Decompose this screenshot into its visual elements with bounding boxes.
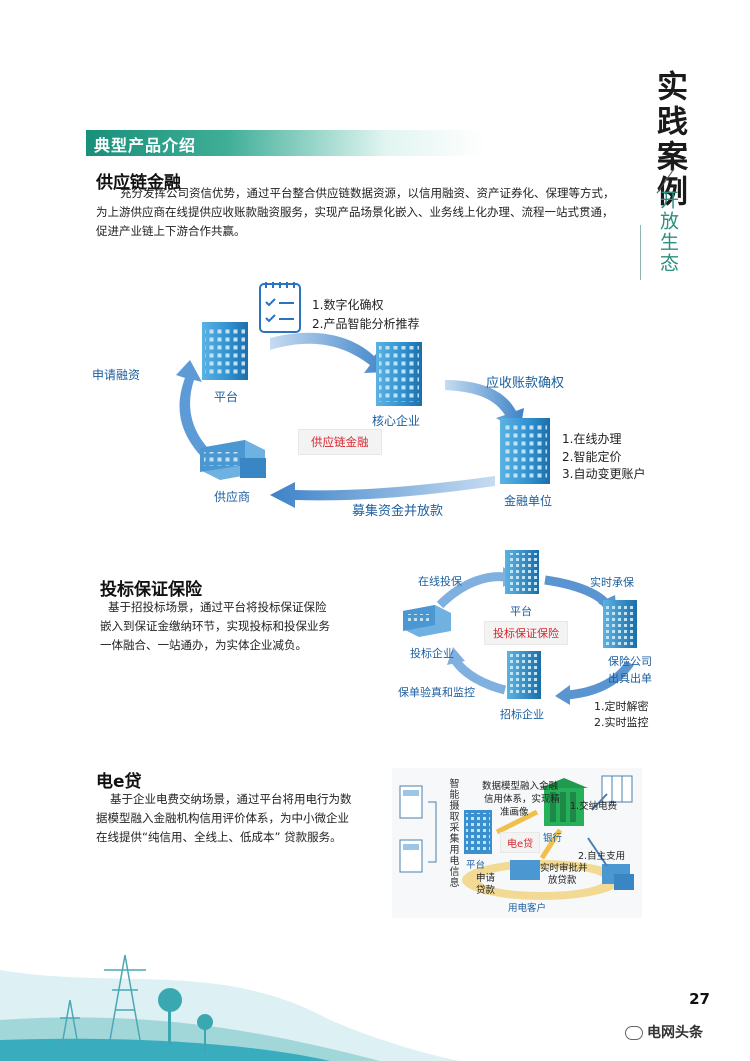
supplier-factory-icon [200, 440, 266, 480]
checklist-item: 1.数字化确权 [312, 298, 384, 312]
divider [640, 225, 641, 280]
label-issue-policy: 出具出单 [608, 672, 652, 685]
platform-building-icon [505, 550, 539, 594]
label-supplier: 供应商 [214, 490, 251, 504]
bid-heading: 投标保证保险 [100, 580, 202, 600]
footer-decoration [0, 954, 460, 1061]
insurer-building-icon [603, 600, 637, 648]
server-icon [601, 775, 633, 803]
label-platform: 平台 [510, 605, 532, 618]
finance-step: 3.自动变更账户 [562, 467, 646, 481]
label-tenderer: 招标企业 [500, 708, 544, 721]
label-platform: 平台 [466, 860, 486, 871]
label-online-insure: 在线投保 [418, 575, 462, 588]
plant-icon [158, 988, 213, 1052]
chapter-subtitle: 开放生态 [657, 190, 679, 274]
bid-diagram [403, 550, 637, 705]
label-power-client: 用电客户 [508, 903, 547, 914]
finance-building-icon [500, 418, 550, 484]
meter-icon [399, 785, 423, 873]
core-enterprise-building-icon [376, 342, 422, 406]
label-realtime-approve: 实时审批并 [540, 863, 588, 874]
edai-paragraph: 基于企业电费交纳场景，通过平台将用电行为数 据模型融入金融机构信用评价体系，为中… [96, 792, 352, 844]
page-number: 27 [689, 990, 710, 1008]
finance-step: 2.智能定价 [562, 450, 622, 464]
bid-step: 2.实时监控 [594, 716, 649, 729]
label-raise-funds: 募集资金并放款 [352, 504, 444, 519]
vertical-caption: 智能摄取采集用电信息 [447, 778, 458, 888]
label-insurer: 保险公司 [608, 655, 652, 668]
bid-step: 1.定时解密 [594, 700, 649, 713]
section-header-bar [86, 130, 486, 156]
client-buildings-icon [510, 860, 634, 890]
scf-center-badge: 供应链金融 [298, 429, 382, 455]
platform-building-icon [464, 810, 492, 854]
bidder-factory-icon [403, 605, 451, 637]
section-title: 典型产品介绍 [94, 136, 197, 155]
platform-building-icon [202, 322, 248, 380]
label-self-use: 2.自主支用 [578, 851, 626, 862]
arrow-right [270, 332, 390, 373]
scf-paragraph: 充分发挥公司资信优势，通过平台整合供应链数据资源，以信用融资、资产证券化、保理等… [96, 186, 615, 238]
bid-center-badge: 投标保证保险 [484, 621, 568, 645]
arrow-left [270, 476, 495, 508]
checklist-item: 2.产品智能分析推荐 [312, 317, 420, 331]
label-apply-financing: 申请融资 [92, 368, 141, 382]
bank-icon [540, 778, 588, 826]
model-caption: 准画像 [500, 807, 529, 818]
model-caption: 数据模型融入金融 [482, 781, 559, 792]
label-pay-bill: 1.交纳电费 [570, 801, 618, 812]
label-finance-unit: 金融单位 [504, 494, 553, 508]
label-bank: 银行 [543, 833, 563, 844]
source-watermark: 电网头条 [625, 1022, 703, 1042]
edai-center-badge: 电e贷 [500, 832, 541, 853]
label-realtime-approve: 放贷款 [548, 875, 577, 886]
label-core-enterprise: 核心企业 [372, 414, 421, 428]
label-bidder: 投标企业 [410, 647, 454, 660]
checklist-icon [259, 282, 301, 333]
label-ar-confirmation: 应收账款确权 [486, 376, 565, 391]
bid-paragraph: 基于招投标场景，通过平台将投标保证保险 嵌入到保证金缴纳环节，实现投标和投保业务… [100, 600, 330, 652]
arrow-up [176, 360, 208, 455]
scf-heading: 供应链金融 [96, 173, 181, 193]
model-caption: 信用体系，实现精 [484, 794, 561, 805]
wechat-icon [625, 1026, 643, 1040]
tenderer-building-icon [507, 651, 541, 699]
label-apply-loan: 贷款 [476, 885, 496, 896]
label-apply-loan: 申请 [476, 873, 496, 884]
edai-heading: 电e贷 [96, 772, 142, 792]
label-verify-monitor: 保单验真和监控 [398, 686, 475, 699]
label-platform: 平台 [214, 390, 239, 404]
label-realtime-underwrite: 实时承保 [590, 576, 634, 589]
transmission-tower-icon [60, 954, 146, 1046]
scf-diagram [176, 282, 550, 508]
finance-step: 1.在线办理 [562, 432, 622, 446]
chapter-title: 实践案例 [651, 70, 687, 210]
